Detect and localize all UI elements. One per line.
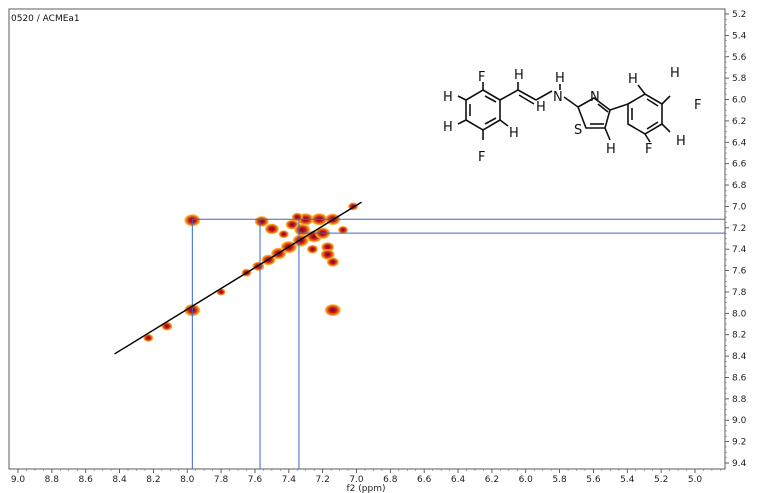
x-axis-label: f2 (ppm) xyxy=(347,484,386,493)
atom-label: H xyxy=(555,71,565,86)
y-tick-label: 5.8 xyxy=(732,74,747,84)
cross-peak xyxy=(307,244,318,254)
y-tick-label: 6.2 xyxy=(732,117,746,127)
y-tick-label: 5.2 xyxy=(732,10,746,20)
atom-label: H xyxy=(606,142,616,157)
x-tick-label: 8.4 xyxy=(112,475,127,485)
y-tick-label: 6.8 xyxy=(732,181,747,191)
x-tick-label: 5.2 xyxy=(654,475,668,485)
cross-peak xyxy=(324,304,341,317)
cross-peak xyxy=(216,288,226,296)
y-tick-label: 9.0 xyxy=(732,416,747,426)
y-tick-label: 6.4 xyxy=(732,138,747,148)
y-tick-label: 5.4 xyxy=(732,31,747,41)
atom-label: N xyxy=(590,90,600,105)
x-tick-label: 9.0 xyxy=(11,475,26,485)
y-tick-label: 7.4 xyxy=(732,245,747,255)
diagonal-line xyxy=(114,201,362,355)
y-tick-label: 6.0 xyxy=(732,96,747,106)
cross-peak xyxy=(321,242,335,253)
molecule-structure xyxy=(457,82,671,143)
atom-label: F xyxy=(478,150,485,165)
y-tick-label: 6.6 xyxy=(732,160,747,170)
atom-label: H xyxy=(628,72,638,87)
x-tick-label: 7.8 xyxy=(214,475,229,485)
cross-peak xyxy=(161,321,173,331)
atom-label: F xyxy=(478,70,485,85)
atom-label: H xyxy=(514,68,524,83)
y-tick-label: 7.2 xyxy=(732,224,746,234)
atom-label: S xyxy=(574,123,582,138)
x-tick-label: 7.0 xyxy=(349,475,364,485)
x-axis: 9.0 8.8 8.6 8.4 8.2 8.0 7.8 7.6 7.4 7.2 7.0 6.8 6.6 6… xyxy=(11,469,721,485)
y-tick-label: 8.0 xyxy=(732,309,747,319)
y-tick-label: 7.6 xyxy=(732,267,747,277)
atom-label: F xyxy=(694,98,701,113)
x-tick-label: 8.6 xyxy=(79,475,94,485)
y-tick-label: 7.0 xyxy=(732,202,747,212)
dataset-label: 0520 / ACMEa1 xyxy=(11,14,80,24)
x-tick-label: 7.6 xyxy=(248,475,263,485)
cross-peak xyxy=(143,334,154,342)
x-tick-label: 8.0 xyxy=(180,475,195,485)
cross-peak xyxy=(278,230,289,239)
atom-label: H xyxy=(443,120,453,135)
y-tick-label: 9.4 xyxy=(732,459,747,469)
cross-peak xyxy=(254,216,269,227)
atom-label: H xyxy=(443,90,453,105)
x-tick-label: 5.8 xyxy=(552,475,567,485)
atom-label: H xyxy=(676,134,686,149)
cross-peak xyxy=(338,226,348,234)
plot-frame xyxy=(8,8,726,470)
molecule-atom-labels: F H H H F H H N H N S H H H F F H xyxy=(443,66,701,165)
y-axis: 5.2 5.4 5.6 5.8 6.0 6.2 6.4 6.6 6.8 7.0 7.2 7.4 7.6 7… xyxy=(725,10,747,469)
atom-label: N xyxy=(553,90,563,105)
x-tick-label: 5.4 xyxy=(620,475,635,485)
x-tick-label: 7.2 xyxy=(315,475,329,485)
cross-peak xyxy=(326,257,339,267)
y-tick-label: 9.2 xyxy=(732,438,746,448)
x-tick-label: 7.4 xyxy=(282,475,297,485)
y-tick-label: 8.4 xyxy=(732,352,747,362)
x-tick-label: 8.2 xyxy=(146,475,160,485)
y-tick-label: 8.6 xyxy=(732,373,747,383)
x-tick-label: 5.0 xyxy=(688,475,703,485)
cross-peak xyxy=(264,223,279,235)
x-tick-label: 6.4 xyxy=(451,475,466,485)
guide-lines-layer xyxy=(191,218,725,469)
x-tick-label: 6.2 xyxy=(485,475,499,485)
cross-peak xyxy=(320,249,335,260)
atom-label: H xyxy=(536,100,546,115)
y-tick-label: 7.8 xyxy=(732,288,747,298)
x-tick-label: 6.8 xyxy=(383,475,398,485)
x-tick-label: 8.8 xyxy=(45,475,60,485)
atom-label: F xyxy=(645,142,652,157)
x-tick-label: 6.6 xyxy=(417,475,432,485)
y-tick-label: 8.2 xyxy=(732,331,746,341)
atom-label: H xyxy=(670,66,680,81)
atom-label: H xyxy=(509,126,519,141)
cross-peak xyxy=(291,212,303,222)
y-tick-label: 5.6 xyxy=(732,53,747,63)
x-tick-label: 6.0 xyxy=(519,475,534,485)
x-tick-label: 5.6 xyxy=(586,475,601,485)
y-tick-label: 8.8 xyxy=(732,395,747,405)
